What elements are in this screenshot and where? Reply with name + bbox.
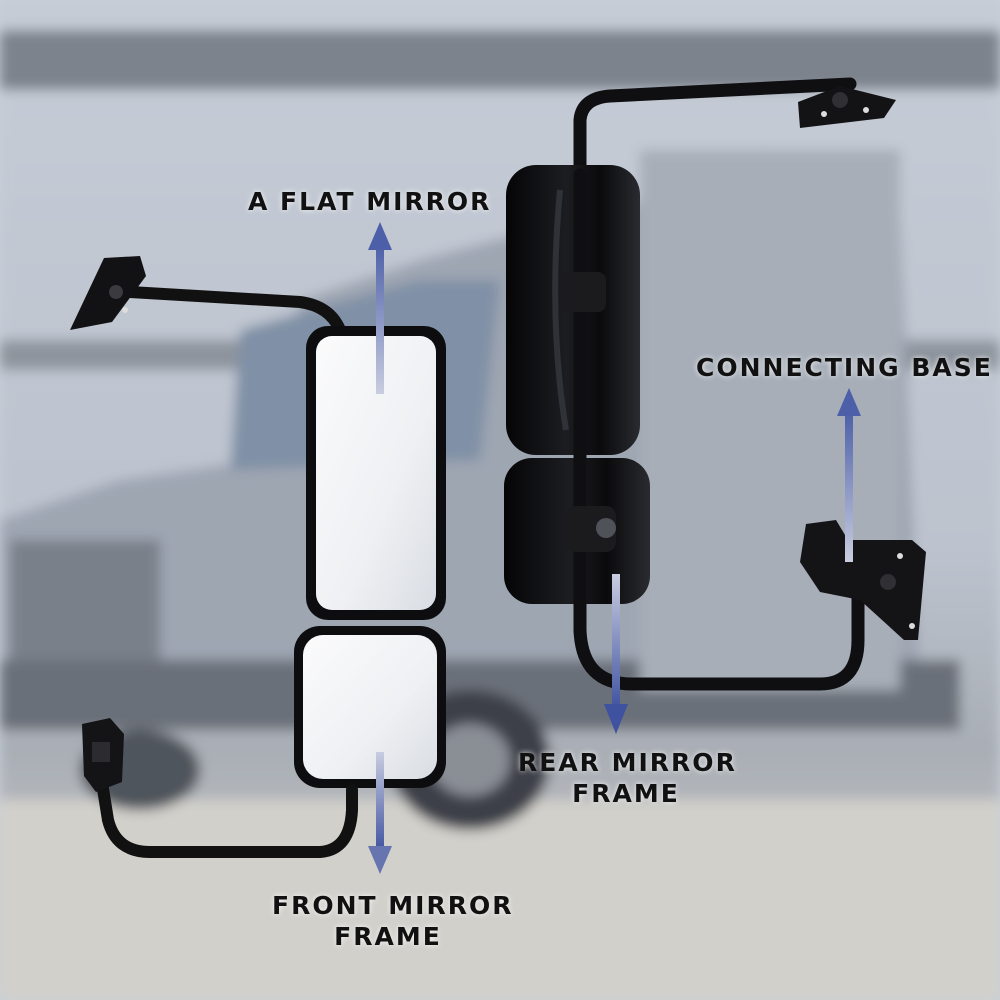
connecting-base-label: CONNECTING BASE xyxy=(696,353,993,382)
arrow-down-icon xyxy=(604,574,628,734)
flat-mirror-label: A FLAT MIRROR xyxy=(248,187,492,216)
arrow-up-icon xyxy=(837,388,861,562)
arrow-down-icon xyxy=(368,752,392,874)
rear-mirror-frame-label: REAR MIRROR FRAME xyxy=(518,748,737,808)
front-mirror-frame-label: FRONT MIRROR FRAME xyxy=(272,891,514,951)
front-mirror-assembly xyxy=(70,256,446,858)
arrow-up-icon xyxy=(368,222,392,394)
rear-mirror-assembly xyxy=(504,77,926,691)
